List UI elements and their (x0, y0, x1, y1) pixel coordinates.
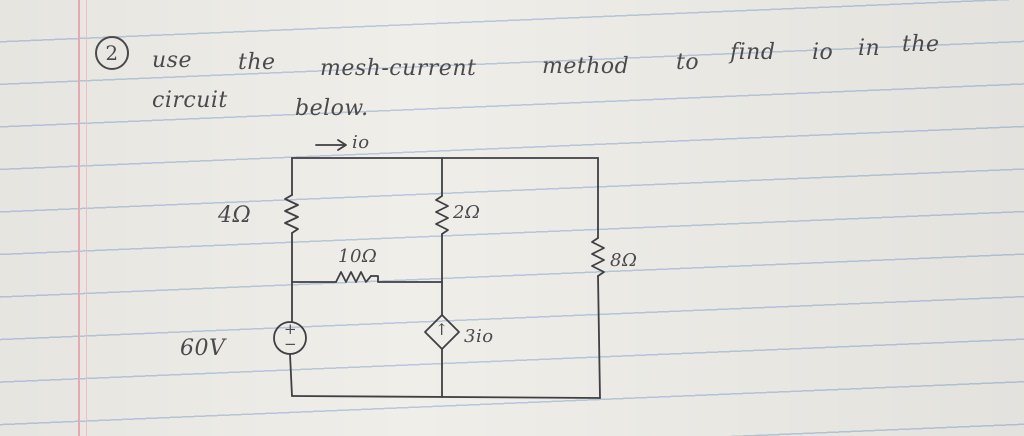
word-in: in (858, 36, 881, 61)
label-4-ohm: 4Ω (218, 203, 252, 228)
problem-number: 2 (105, 41, 119, 65)
word-method: method (542, 54, 630, 79)
word-mesh-current: mesh-current (320, 56, 477, 81)
word-find: find (730, 40, 776, 65)
current-label-io: io (352, 132, 370, 153)
current-arrow (315, 139, 347, 151)
source-minus-sign: − (284, 335, 298, 353)
word-to: to (676, 50, 700, 75)
right-wire-lower (597, 275, 601, 399)
red-margin-line (78, 0, 80, 436)
word-below: below. (295, 96, 369, 121)
middle-horizontal-right (370, 275, 443, 283)
label-2-ohm: 2Ω (453, 202, 481, 223)
resistor-10-ohm (335, 271, 372, 283)
word-use: use (152, 48, 192, 73)
problem-number-circle: 2 (95, 36, 129, 70)
label-60v: 60V (180, 336, 226, 361)
word-io: io (812, 40, 834, 65)
resistor-4-ohm (284, 194, 299, 234)
word-the: the (238, 50, 276, 75)
label-10-ohm: 10Ω (338, 246, 378, 267)
source-plus-sign: + (284, 320, 298, 338)
label-8-ohm: 8Ω (610, 250, 638, 271)
bottom-wire (291, 395, 601, 399)
dependent-source-arrow: ↑ (435, 320, 449, 339)
word-circuit: circuit (152, 88, 228, 113)
left-wire-lower (289, 353, 293, 397)
resistor-8-ohm (591, 237, 605, 277)
label-3io: 3io (464, 326, 494, 347)
red-margin-line-2 (86, 0, 87, 436)
word-the-2: the (902, 32, 940, 57)
resistor-2-ohm (435, 195, 449, 235)
